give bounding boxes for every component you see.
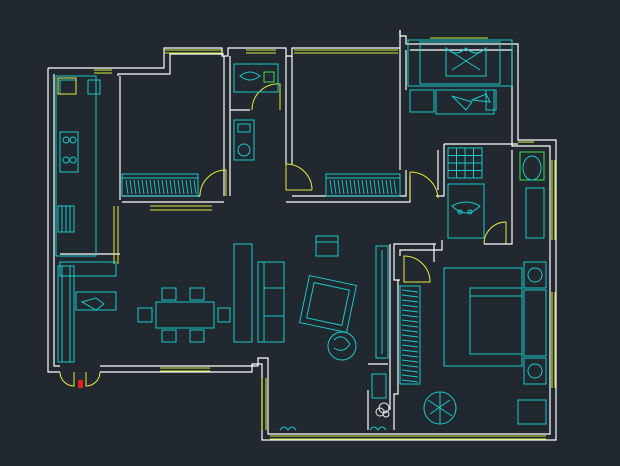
wardrobe-hanger xyxy=(401,354,419,358)
door-swing-icon xyxy=(483,221,507,245)
doors xyxy=(59,83,507,388)
wardrobe-hanger xyxy=(181,179,185,195)
interior-walls xyxy=(60,48,518,430)
sofa-icon xyxy=(257,261,285,343)
master-bedroom xyxy=(399,261,547,425)
wardrobe-hanger xyxy=(129,179,133,195)
wardrobe-1 xyxy=(121,173,199,197)
entry-marker xyxy=(78,380,83,388)
exterior-walls xyxy=(47,30,557,441)
bed-icon xyxy=(419,41,501,85)
wardrobe-hanger xyxy=(401,294,419,298)
wardrobe-hanger xyxy=(401,314,419,318)
entry-door-right-icon xyxy=(85,371,101,387)
door-swing-icon xyxy=(285,163,313,191)
wardrobe-2 xyxy=(325,173,401,197)
wardrobe-hanger xyxy=(169,179,173,195)
wardrobe-hanger xyxy=(193,179,197,195)
toilet-icon xyxy=(233,119,255,161)
wardrobe-hanger xyxy=(401,379,419,383)
wardrobe-hanger xyxy=(401,324,419,328)
wardrobe-hanger xyxy=(401,339,419,343)
kitchen xyxy=(55,75,117,363)
wardrobe-hanger xyxy=(149,179,153,195)
wardrobe-hanger xyxy=(401,309,419,313)
wardrobe-hanger xyxy=(337,179,341,195)
wardrobe-hanger xyxy=(349,179,353,195)
wardrobe-hanger xyxy=(401,304,419,308)
sink-icon xyxy=(87,79,101,95)
windows xyxy=(94,37,556,440)
wardrobe-hanger xyxy=(333,179,337,195)
door-swing-icon xyxy=(199,169,227,197)
wardrobe-hanger xyxy=(401,299,419,303)
wardrobe-hanger xyxy=(381,179,385,195)
wardrobe-hanger xyxy=(401,369,419,373)
living-dining xyxy=(137,235,389,361)
wardrobe-hanger xyxy=(401,329,419,333)
bathroom-1 xyxy=(233,63,279,161)
bed-icon xyxy=(469,287,523,355)
wardrobe-hanger xyxy=(189,179,193,195)
entry-door-left-icon xyxy=(59,371,75,387)
wardrobe-hanger xyxy=(377,179,381,195)
wardrobe-hanger xyxy=(401,289,419,293)
balcony xyxy=(279,373,390,431)
wardrobe-hanger xyxy=(361,179,365,195)
wardrobe-hanger xyxy=(401,364,419,368)
wardrobe-hanger xyxy=(153,179,157,195)
door-swing-icon xyxy=(409,171,439,199)
wardrobe-hanger xyxy=(137,179,141,195)
wardrobe-hanger xyxy=(401,349,419,353)
wardrobe-hanger xyxy=(401,334,419,338)
wardrobe-hanger xyxy=(393,179,397,195)
dining-table-icon xyxy=(155,301,215,329)
wardrobe-hanger xyxy=(401,344,419,348)
wardrobe-hanger xyxy=(177,179,181,195)
wardrobe-hanger xyxy=(133,179,137,195)
wardrobe-hanger xyxy=(141,179,145,195)
wardrobe-hanger xyxy=(341,179,345,195)
bedroom-top-right xyxy=(407,39,513,115)
stove-icon xyxy=(59,131,79,173)
wardrobe-hanger xyxy=(401,374,419,378)
wardrobe-hanger xyxy=(365,179,369,195)
chair-icon xyxy=(315,235,339,257)
wardrobe-hanger xyxy=(385,179,389,195)
door-swing-icon xyxy=(251,83,281,111)
plant-icon xyxy=(327,331,357,361)
toilet-icon xyxy=(522,155,542,181)
sink-icon xyxy=(239,71,261,81)
wardrobe-hanger xyxy=(389,179,393,195)
wardrobe-hanger xyxy=(353,179,357,195)
door-swing-icon xyxy=(403,255,431,283)
wardrobe-hanger xyxy=(185,179,189,195)
sink-icon xyxy=(451,201,481,214)
wardrobe-hanger xyxy=(401,359,419,363)
wardrobe-hanger xyxy=(161,179,165,195)
wardrobe-hanger xyxy=(173,179,177,195)
wardrobe-hanger xyxy=(329,179,333,195)
wardrobe-hanger xyxy=(357,179,361,195)
chair-icon xyxy=(451,95,473,111)
wardrobe-hanger xyxy=(345,179,349,195)
wardrobe-hanger xyxy=(373,179,377,195)
wardrobe-hanger xyxy=(369,179,373,195)
wardrobe-hanger xyxy=(125,179,129,195)
wardrobe-hanger xyxy=(165,179,169,195)
bathroom-2 xyxy=(447,147,545,239)
wardrobe-hanger xyxy=(157,179,161,195)
wardrobe-hanger xyxy=(145,179,149,195)
wardrobe-hanger xyxy=(401,319,419,323)
